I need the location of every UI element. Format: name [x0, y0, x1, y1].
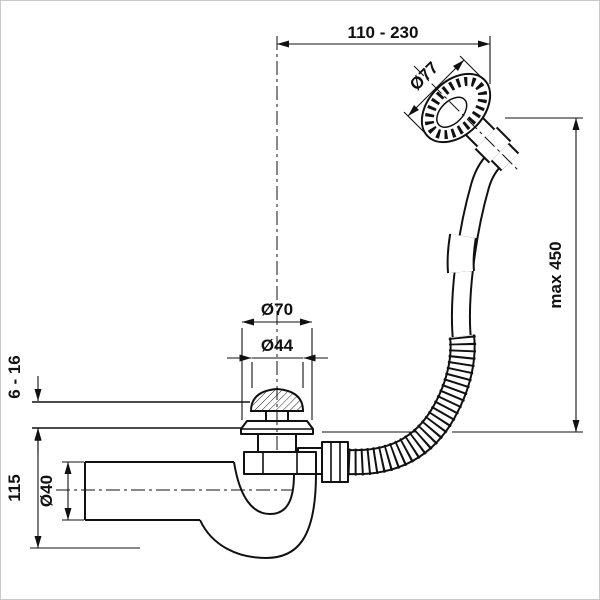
knob-knurling: [424, 76, 488, 140]
dim-head-line: [407, 59, 465, 117]
dim-trap-height: [30, 428, 140, 549]
dim-label-plug-diameter: Ø44: [261, 336, 294, 355]
dim-pipe-diameter: [62, 461, 84, 521]
dim-plug-diameter: [227, 354, 328, 388]
hose-smooth-bore: [452, 150, 504, 341]
dim-label-trap-height: 115: [5, 474, 24, 501]
dim-head-diameter: [403, 55, 485, 137]
drain-hex-nut: [243, 451, 317, 475]
tub-bottom-lines: [32, 401, 250, 429]
dim-max-height-extensions: [322, 117, 583, 433]
outlet-pipe: [84, 461, 234, 521]
dim-label-max-height: max 450: [546, 241, 565, 308]
dim-flange-diameter: [241, 318, 313, 420]
hose-nut-facets: [330, 442, 341, 482]
dim-label-top-span: 110 - 230: [348, 23, 419, 42]
hose-coupling-nut: [321, 441, 349, 483]
trap-inner-wall: [233, 461, 295, 515]
hex-nut-facets: [262, 452, 298, 474]
drain-flange: [240, 420, 314, 435]
hose-collar-bore: [448, 234, 475, 273]
dim-label-flange-diameter: Ø70: [261, 300, 293, 319]
hose-nut-body: [321, 441, 349, 483]
trap-outer-wall: [199, 473, 317, 559]
dim-flange-extensions: [241, 328, 313, 420]
dim-label-wall-thickness: 6 - 16: [5, 355, 24, 398]
hex-nut-body: [243, 451, 317, 475]
dim-max-height: [322, 117, 583, 433]
dim-top-span: [277, 36, 491, 84]
dim-plug-extensions: [251, 357, 304, 388]
dim-label-pipe-diameter: Ø40: [37, 475, 56, 507]
hose-corrugation-ribs: [347, 334, 477, 476]
